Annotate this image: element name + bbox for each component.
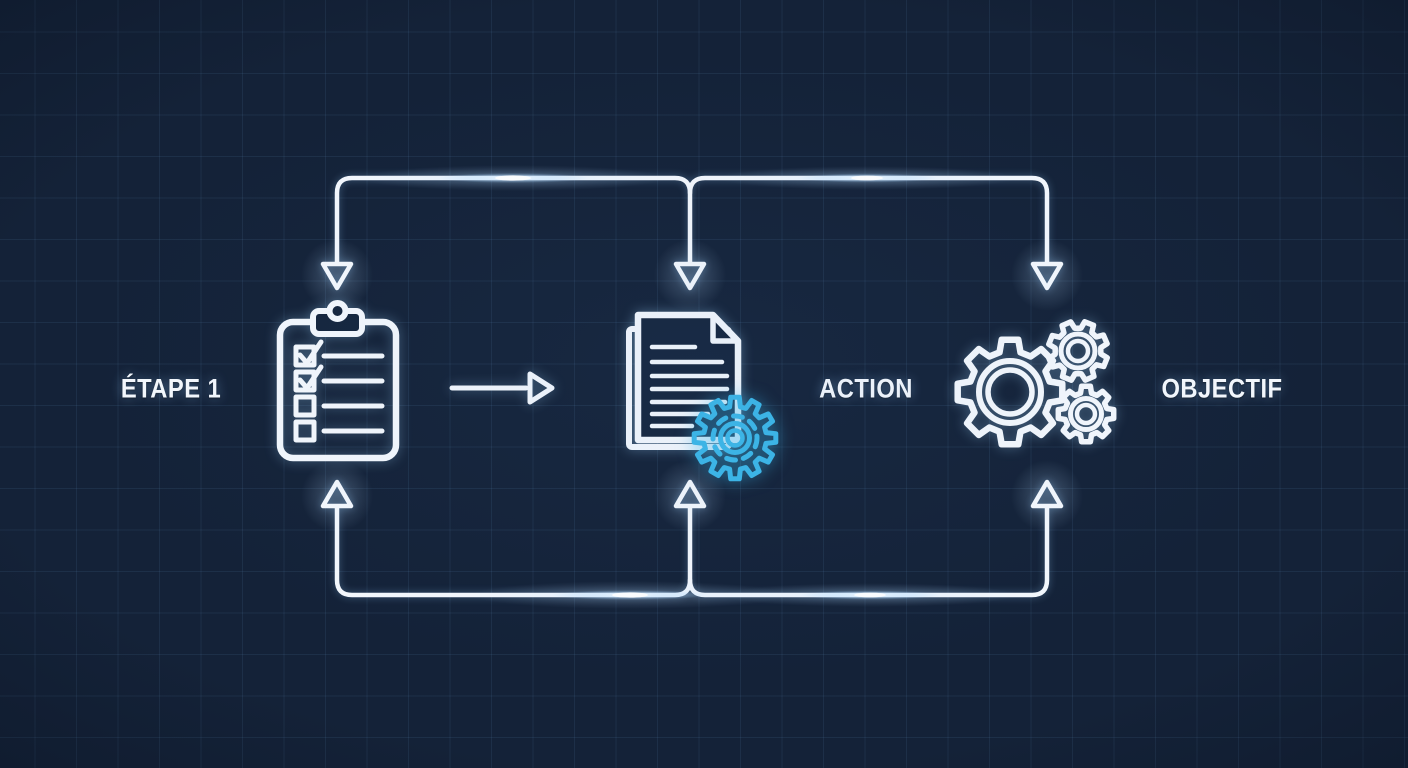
gear-small-bottom-hub (1074, 402, 1098, 426)
label-objective: OBJECTIF (1161, 373, 1283, 404)
arrow-head (527, 371, 555, 405)
flare (720, 583, 1020, 607)
checklist-clipboard-icon (276, 300, 400, 462)
label-action: ACTION (819, 373, 913, 404)
gears-icon (954, 319, 1117, 448)
checkbox-empty (293, 394, 317, 418)
document-gear-icon (626, 311, 779, 482)
gear-small-top (1046, 319, 1110, 383)
flare (717, 166, 1017, 190)
checkbox-empty (293, 419, 317, 443)
top-bracket-right (687, 175, 1050, 266)
bottom-bracket-right (687, 504, 1050, 598)
clipboard-clip-ring (326, 300, 349, 322)
flare (358, 165, 668, 191)
gear-large (954, 336, 1066, 448)
label-step: ÉTAPE 1 (120, 373, 222, 404)
gear-large-hub (985, 367, 1035, 417)
document-icon (626, 311, 742, 450)
arrow-right-icon (449, 371, 555, 405)
gear-small-top-hub (1065, 338, 1091, 364)
gear-small-bottom (1055, 383, 1117, 445)
